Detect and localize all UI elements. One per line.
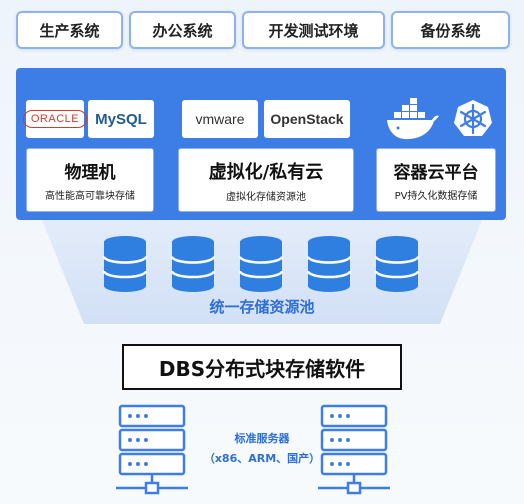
container-cloud-card: 容器云平台 PV持久化数据存储 — [376, 148, 496, 212]
system-tabs: 生产系统 办公系统 开发测试环境 备份系统 — [16, 11, 510, 49]
physical-machine-title: 物理机 — [64, 163, 116, 183]
tab-dev-test-env: 开发测试环境 — [242, 11, 385, 49]
virtualization-subtitle: 虚拟化存储资源池 — [226, 191, 306, 203]
database-cylinder-icon — [102, 236, 148, 292]
physical-machine-subtitle: 高性能高可靠块存储 — [45, 191, 135, 202]
server-rack-icon — [116, 404, 188, 495]
tab-office-system: 办公系统 — [129, 11, 236, 49]
storage-pool-funnel — [42, 220, 482, 324]
mysql-logo-text: MySQL — [95, 110, 147, 128]
storage-pool-label: 统一存储资源池 — [209, 298, 315, 316]
dbs-software-label: DBS分布式块存储软件 — [158, 356, 366, 381]
container-cloud-subtitle: PV持久化数据存储 — [394, 191, 478, 202]
tab-backup-system: 备份系统 — [391, 11, 510, 49]
standard-server-title: 标准服务器 — [234, 432, 290, 445]
oracle-logo: ORACLE — [22, 100, 88, 138]
container-cloud-title: 容器云平台 — [393, 163, 479, 183]
physical-machine-card: 物理机 高性能高可靠块存储 — [26, 148, 154, 212]
database-cylinder-icon — [238, 236, 284, 292]
virtualization-title: 虚拟化/私有云 — [208, 161, 324, 183]
dbs-software-box: DBS分布式块存储软件 — [122, 344, 402, 390]
vmware-logo: vmware — [182, 100, 258, 138]
openstack-logo: OpenStack — [264, 100, 350, 138]
openstack-logo-text: OpenStack — [270, 111, 344, 127]
virtualization-card: 虚拟化/私有云 虚拟化存储资源池 — [178, 148, 354, 212]
database-cylinder-icon — [170, 236, 216, 292]
application-panel: ORACLE MySQL vmware OpenStack — [16, 68, 506, 220]
database-cylinder-icon — [374, 236, 420, 292]
database-cylinders — [102, 236, 420, 292]
database-cylinder-icon — [306, 236, 352, 292]
server-rack-icon — [318, 404, 390, 495]
oracle-logo-text: ORACLE — [22, 110, 88, 128]
tab-production-system: 生产系统 — [16, 11, 123, 49]
kubernetes-helm-icon — [454, 100, 492, 136]
docker-whale-icon — [387, 98, 439, 140]
standard-server-subtitle: （x86、ARM、国产） — [203, 452, 321, 465]
vmware-logo-text: vmware — [195, 111, 245, 127]
mysql-logo: MySQL — [88, 100, 154, 138]
